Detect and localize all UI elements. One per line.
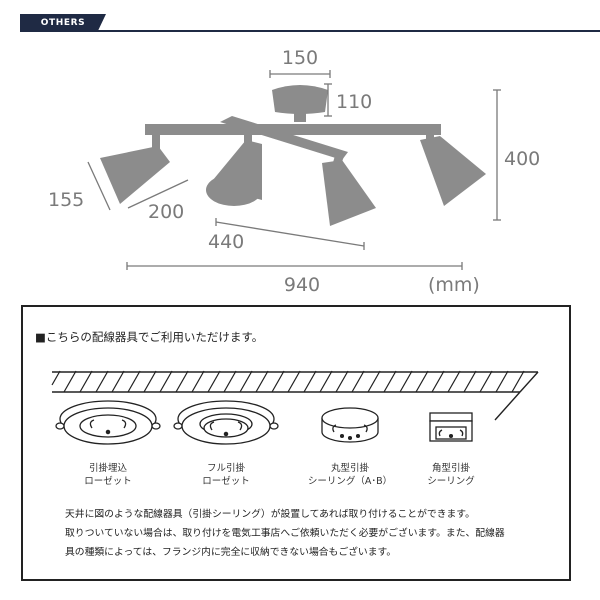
fixture-4-label-line1: 角型引掛: [432, 462, 471, 474]
dim-line-440: [215, 221, 365, 247]
right-shade: [420, 136, 486, 206]
fixture-full-rosette: [173, 400, 279, 445]
dim-label-flange-width: 150: [282, 47, 318, 69]
fixture-2-label-line2: ローゼット: [202, 475, 250, 487]
fixture-1-label-line1: 引掛埋込: [89, 462, 128, 474]
lamp-diagonal-bar: [220, 116, 348, 160]
lamp-stem: [294, 112, 306, 122]
ceiling-lamp: [100, 85, 486, 226]
lamp-canopy: [272, 85, 328, 114]
dim-label-shade-length: 200: [148, 201, 184, 223]
dim-line-155: [87, 161, 111, 211]
compatibility-panel: [21, 305, 571, 581]
note-line-2: 取りついていない場合は、取り付けを電気工事店へご依頼いただく必要がございます。ま…: [65, 528, 505, 539]
note-line-1: 天井に図のような配線器具（引掛シーリング）が設置してあれば取り付けることができま…: [65, 509, 475, 520]
fixture-4-label-line2: シーリング: [427, 475, 475, 487]
dim-line-200: [127, 179, 189, 209]
ceiling-hatch: [51, 370, 539, 421]
dim-label-total-width: 940: [284, 274, 320, 296]
center-left-shade-base: [206, 174, 262, 206]
fixture-square-ceiling: [429, 412, 473, 442]
fixture-3-label-line1: 丸型引掛: [331, 462, 370, 474]
compatibility-title: ■こちらの配線器具でご利用いただけます。: [35, 330, 264, 344]
fixture-2-label-line1: フル引掛: [207, 462, 246, 474]
dim-label-flange-height: 110: [336, 91, 372, 113]
dimension-lines: [87, 70, 501, 270]
dim-label-unit: (mm): [428, 274, 480, 296]
fixture-3-label-line2: シーリング（A･B）: [308, 475, 392, 487]
lamp-main-bar: [145, 124, 441, 135]
section-tab-others: OTHERS: [20, 14, 106, 32]
section-divider: [20, 30, 600, 32]
left-shade: [100, 146, 170, 204]
fixture-round-ceiling: [321, 407, 379, 443]
dim-label-shade-height: 155: [48, 189, 84, 211]
fixture-embedded-rosette: [55, 400, 161, 445]
center-right-shade: [322, 160, 376, 226]
dim-label-total-height: 400: [504, 148, 540, 170]
note-line-3: 具の種類によっては、フランジ内に完全に収納できない場合もございます。: [65, 547, 397, 558]
fixture-1-label-line2: ローゼット: [84, 475, 132, 487]
section-tab-label: OTHERS: [40, 18, 86, 28]
dim-label-inner-span: 440: [208, 231, 244, 253]
